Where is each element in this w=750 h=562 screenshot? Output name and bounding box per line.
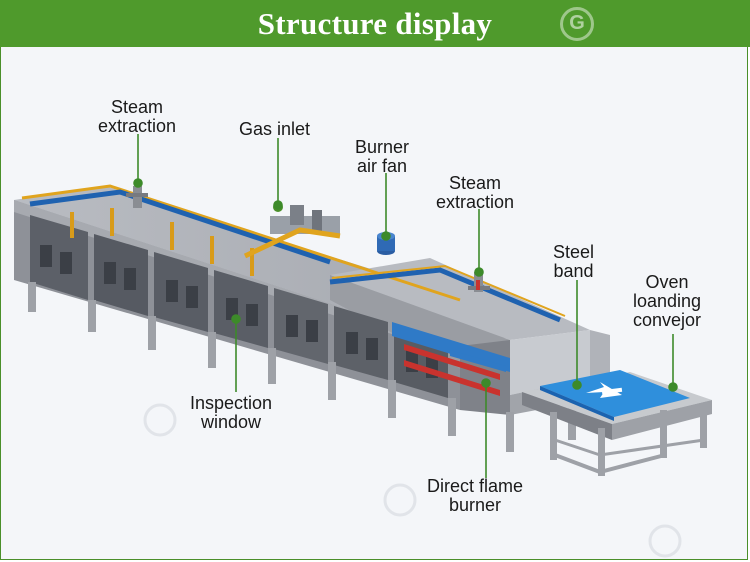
label-steam-extraction-right: Steam extraction [436, 173, 515, 212]
burner-strips [392, 322, 510, 396]
header-banner: Structure display [0, 0, 750, 47]
steam-extraction-stacks [126, 186, 490, 292]
label-direct-flame-burner: Direct flame burner [427, 476, 524, 515]
label-burner-air-fan: Burner air fan [355, 137, 410, 176]
label-gas-inlet: Gas inlet [239, 119, 311, 139]
gas-inlet-assembly [243, 202, 341, 259]
watermark-marks [143, 403, 682, 558]
loading-conveyor [522, 370, 712, 476]
callout-lines [133, 134, 678, 478]
watermark-logo-icon [560, 7, 594, 41]
label-steel-band: Steel band [553, 242, 595, 281]
oven-diagram [14, 134, 712, 558]
page-title: Structure display [257, 5, 493, 41]
label-inspection-window: Inspection window [190, 393, 273, 432]
label-steam-extraction-left: Steam extraction [98, 97, 177, 136]
top-pipework [21, 184, 566, 323]
label-oven-loading-conveyor: Oven loanding convejor [633, 272, 702, 330]
